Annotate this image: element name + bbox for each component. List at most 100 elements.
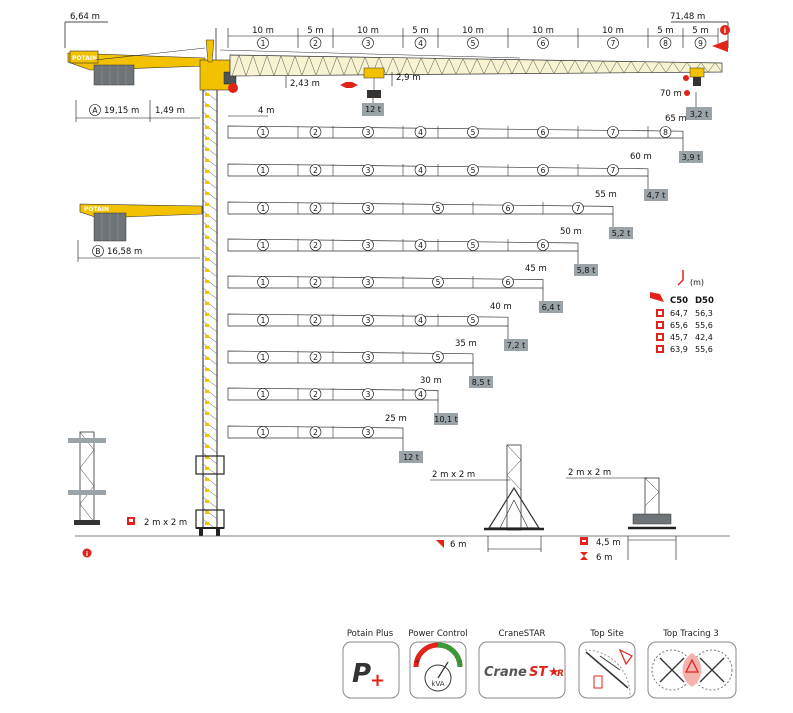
section-number: 8 [663, 128, 668, 137]
section-marker [362, 164, 374, 176]
section-marker [362, 239, 374, 251]
section-marker [572, 202, 584, 214]
counterjib: POTAIN [67, 47, 206, 86]
info-icon-bottom [82, 548, 92, 558]
config-load: 4,7 t [647, 191, 665, 200]
section-marker [537, 164, 549, 176]
section-marker [607, 164, 619, 176]
section-number: 1 [261, 166, 266, 175]
jib-section-number: 9 [698, 39, 703, 48]
load-box [434, 413, 458, 425]
section-marker [362, 388, 374, 400]
jib-section-marker [694, 37, 707, 49]
logo-caption-top-site: Top Site [589, 629, 623, 639]
svg-text:★: ★ [548, 665, 560, 680]
svg-text:+: + [414, 657, 421, 666]
section-number: 2 [313, 390, 318, 399]
cranestar-icon: Crane ST ★ R [478, 641, 566, 699]
trolley-height-label: 2,9 m [396, 73, 421, 83]
right-mast-size: 2 m x 2 m [568, 468, 611, 478]
counterjib-b: POTAIN B 16,58 m [77, 203, 203, 262]
tip-marker-icon [712, 40, 728, 52]
svg-text:POTAIN: POTAIN [84, 206, 109, 213]
section-number: 5 [471, 241, 476, 250]
jib-section-marker [414, 37, 427, 49]
section-number: 5 [471, 316, 476, 325]
crane-height-icon [650, 292, 664, 302]
config-radius: 35 m [455, 339, 477, 349]
config-load: 8,5 t [472, 378, 490, 387]
top-site-icon [578, 641, 636, 699]
jib-section-number: 1 [261, 39, 266, 48]
section-number: 1 [261, 390, 266, 399]
section-marker [502, 202, 514, 214]
height-header-c50: C50 [670, 296, 688, 306]
mast-lattice [202, 89, 218, 531]
section-number: 1 [261, 204, 266, 213]
config-load: 12 t [403, 453, 419, 462]
section-number: 4 [418, 390, 423, 399]
section-number: 3 [366, 241, 371, 250]
section-marker [309, 126, 322, 138]
jib-section-number: 7 [611, 39, 616, 48]
hook-offset-label: 4 m [258, 106, 274, 116]
section-marker [257, 126, 269, 138]
ballast-b-label: 16,58 m [107, 247, 142, 257]
height-c50: 64,7 [670, 309, 688, 318]
section-number: 4 [418, 128, 423, 137]
section-number: 3 [366, 428, 371, 437]
climbing-section: i [68, 431, 106, 558]
height-header-d50: D50 [695, 296, 714, 306]
load-box [399, 451, 423, 463]
logo-caption-cranestar: CraneSTAR [499, 629, 546, 639]
section-marker [467, 126, 479, 138]
section-number: 3 [366, 353, 371, 362]
jib-section-number: 6 [541, 39, 546, 48]
section-number: 3 [366, 278, 371, 287]
section-marker [309, 202, 322, 214]
section-marker [659, 126, 672, 138]
top-tracing-icon [647, 641, 737, 699]
svg-text:R: R [557, 669, 564, 679]
section-number: 2 [313, 166, 318, 175]
section-marker [362, 314, 374, 326]
load-box [469, 376, 493, 388]
section-marker [537, 126, 549, 138]
section-number: 6 [541, 166, 546, 175]
height-unit: (m) [690, 278, 704, 287]
ballast-gap-label: 1,49 m [155, 106, 185, 116]
section-number: 2 [313, 353, 318, 362]
potain-plus-icon: P + [342, 641, 400, 699]
config-radius: 60 m [630, 152, 652, 162]
svg-text:+: + [370, 670, 385, 691]
section-number: 3 [366, 204, 371, 213]
section-marker [257, 239, 269, 251]
jib-section-marker [537, 37, 549, 49]
ballast-blocks [93, 64, 135, 86]
ballast-b-letter: B [95, 247, 100, 256]
height-d50: 55,6 [695, 345, 713, 354]
section-number: 4 [418, 241, 423, 250]
section-number: 4 [418, 166, 423, 175]
jib-section-length: 10 m [357, 26, 379, 36]
height-c50: 65,6 [670, 321, 688, 330]
section-marker [432, 351, 444, 363]
section-number: 5 [436, 278, 441, 287]
config-radius: 65 m [665, 114, 687, 124]
jib-section-length: 5 m [692, 26, 708, 36]
section-number: 5 [471, 166, 476, 175]
config-load: 5,8 t [577, 266, 595, 275]
kva-label: kVA [431, 680, 444, 688]
jib-section-marker [362, 37, 374, 49]
right-base-size-a: 4,5 m [596, 538, 621, 548]
potain-logo-text: POTAIN [72, 55, 97, 62]
jib-section-marker [257, 37, 269, 49]
load-box [609, 227, 633, 239]
section-number: 2 [313, 204, 318, 213]
section-marker [257, 202, 269, 214]
chassis-base: 2 m x 2 m 4,5 m 6 m [566, 468, 677, 563]
